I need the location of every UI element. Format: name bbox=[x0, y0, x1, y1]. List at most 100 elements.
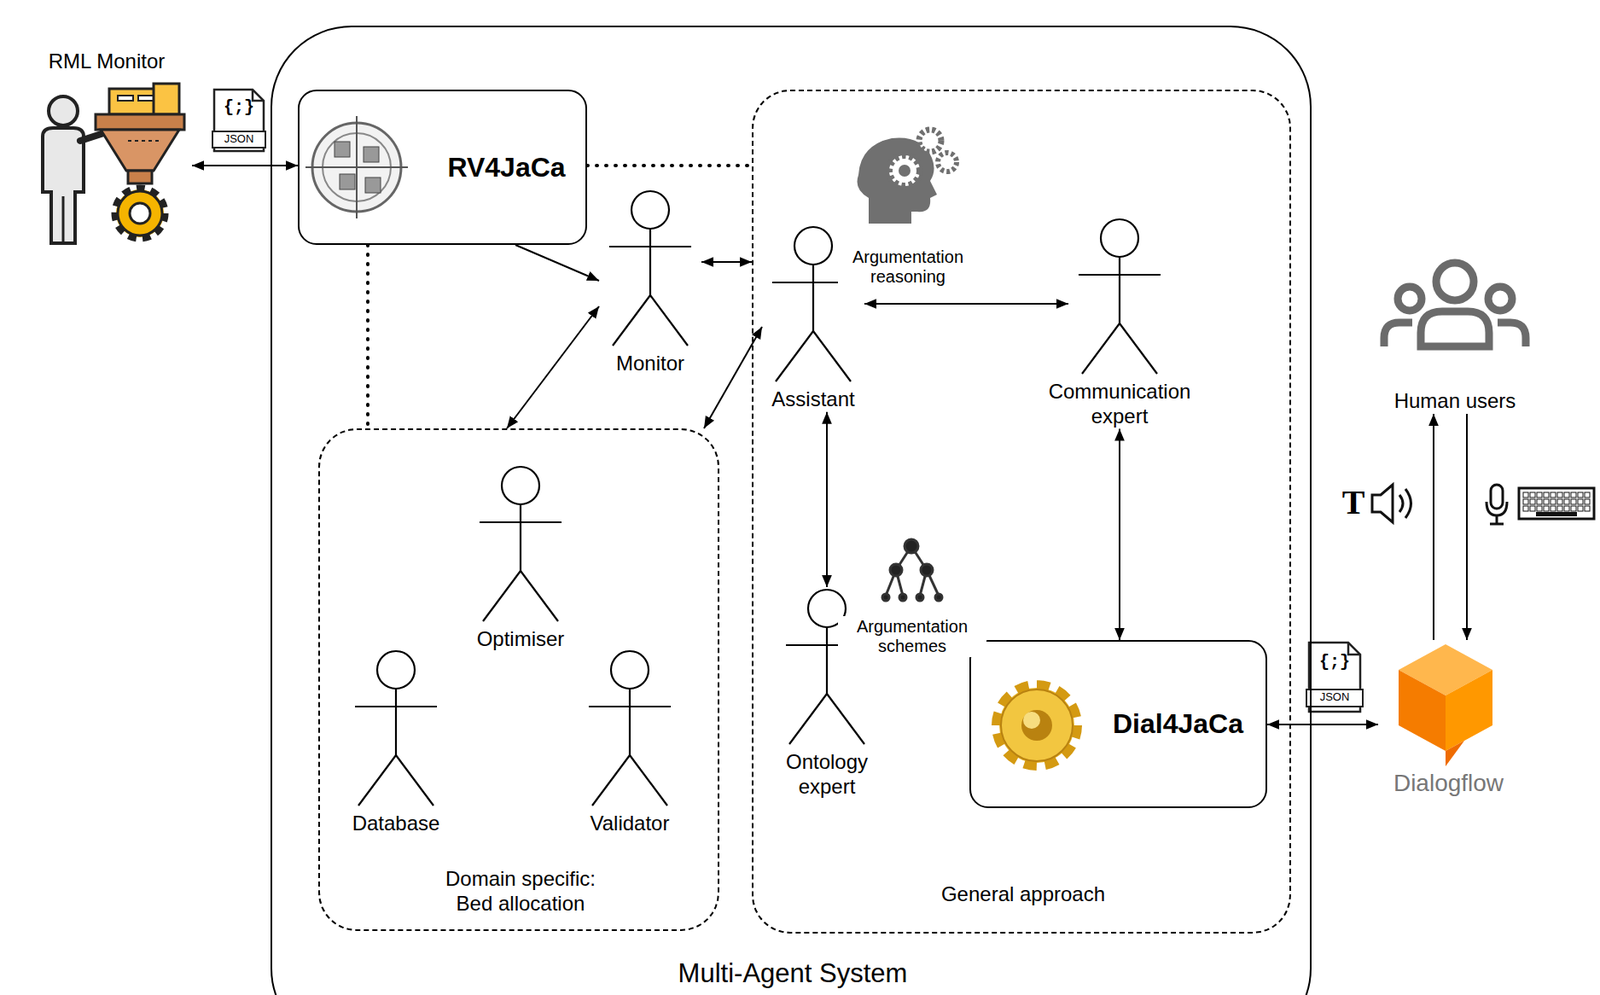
connector-arrow bbox=[1466, 413, 1468, 640]
stick-head bbox=[794, 226, 832, 265]
agent-actor: Validator bbox=[578, 648, 681, 837]
stick-arms bbox=[1078, 273, 1161, 276]
stick-head bbox=[377, 651, 415, 689]
stick-body bbox=[812, 264, 815, 332]
stick-body bbox=[519, 504, 522, 571]
icon-caption: RML Monitor bbox=[48, 49, 165, 75]
agent-name: Monitor bbox=[586, 351, 715, 377]
dial4jaca-gear bbox=[999, 687, 1075, 763]
stick-leg bbox=[358, 755, 396, 806]
microphone-icon bbox=[1486, 484, 1507, 524]
connector-arrow bbox=[506, 306, 600, 429]
stick-leg bbox=[650, 295, 688, 346]
stick-figure-lines bbox=[354, 651, 437, 806]
stick-leg bbox=[395, 755, 434, 806]
stick-body bbox=[1118, 256, 1121, 324]
stick-head bbox=[631, 191, 670, 229]
brain-gears-icon bbox=[857, 129, 958, 224]
users-icon bbox=[1384, 262, 1526, 347]
agent-name: Validator bbox=[565, 811, 694, 837]
agent-name: Optimiser bbox=[456, 627, 585, 652]
agent-actor: Communication expert bbox=[1068, 216, 1171, 430]
stick-head bbox=[1100, 219, 1139, 257]
stick-leg bbox=[612, 295, 651, 346]
stick-head bbox=[610, 651, 649, 689]
stick-figure-lines bbox=[479, 466, 562, 622]
agent-actor: Optimiser bbox=[469, 464, 572, 652]
rml-monitor-icon bbox=[42, 83, 185, 244]
connector-arrow bbox=[1267, 723, 1379, 726]
json-file-icon bbox=[1306, 642, 1363, 712]
connector-arrow bbox=[1118, 429, 1121, 640]
dial4jaca-box: Dial4JaCa bbox=[969, 640, 1268, 809]
speaker-icon bbox=[1372, 484, 1412, 523]
stick-figure bbox=[578, 648, 681, 807]
json-file-icon bbox=[212, 89, 266, 152]
rv4jaca-logo bbox=[305, 116, 408, 219]
stick-leg bbox=[629, 755, 668, 806]
group-title: Multi-Agent System bbox=[536, 957, 1049, 990]
connector-arrow bbox=[864, 302, 1069, 305]
dotted-link bbox=[587, 163, 752, 168]
text-symbol: T bbox=[1339, 482, 1368, 523]
connector-arrow bbox=[1432, 413, 1435, 640]
agent-actor: Database bbox=[344, 648, 448, 837]
agent-name: Assistant bbox=[749, 387, 878, 413]
agent-name: Communication expert bbox=[1025, 379, 1214, 430]
annotation: Argumentation schemes bbox=[837, 616, 987, 658]
group-title: Domain specific: Bed allocation bbox=[430, 866, 611, 917]
stick-body bbox=[649, 228, 652, 296]
stick-arms bbox=[479, 521, 562, 524]
stick-figure bbox=[1068, 216, 1171, 375]
stick-leg bbox=[592, 755, 630, 806]
general-group: General approach Assistant Communication e… bbox=[751, 89, 1292, 934]
agent-actor: Monitor bbox=[599, 188, 702, 377]
stick-leg bbox=[775, 331, 814, 382]
json-tag: JSON bbox=[1306, 691, 1363, 704]
stick-figure-lines bbox=[785, 589, 868, 745]
icon-caption: Dialogflow bbox=[1393, 768, 1504, 798]
dialogflow-logo bbox=[1398, 644, 1493, 767]
stick-figure bbox=[775, 587, 879, 745]
keyboard-icon bbox=[1518, 488, 1595, 519]
domain-group: Domain specific: Bed allocation Optimiser… bbox=[318, 428, 720, 931]
stick-arms bbox=[609, 245, 692, 248]
dotted-link bbox=[366, 244, 370, 429]
rml-monitor: RML Monitor bbox=[21, 49, 192, 248]
connector-arrow bbox=[701, 261, 752, 263]
agent-name: Ontology expert bbox=[775, 750, 879, 800]
stick-figure bbox=[344, 648, 448, 807]
stick-leg bbox=[826, 693, 865, 745]
stick-body bbox=[628, 688, 631, 756]
stick-figure bbox=[599, 188, 702, 347]
dialogflow: Dialogflow bbox=[1378, 640, 1519, 798]
stick-leg bbox=[813, 331, 851, 382]
stick-arms bbox=[354, 705, 437, 708]
icon-caption: Human users bbox=[1394, 389, 1517, 414]
stick-leg bbox=[789, 693, 827, 745]
system-boundary: Multi-Agent System RV4JaCaMonitorDomain s… bbox=[270, 25, 1312, 995]
stick-head bbox=[501, 466, 540, 505]
connector-arrow bbox=[515, 244, 600, 281]
stick-leg bbox=[482, 570, 521, 622]
stick-leg bbox=[520, 570, 559, 622]
human-users: Human users bbox=[1365, 256, 1545, 414]
stick-figure-lines bbox=[609, 191, 692, 346]
stick-body bbox=[826, 627, 828, 694]
stick-figure-lines bbox=[1078, 219, 1161, 374]
group-title: General approach bbox=[852, 882, 1194, 908]
stick-figure-lines bbox=[588, 651, 671, 806]
stick-leg bbox=[1082, 323, 1120, 374]
box-title: RV4JaCa bbox=[447, 151, 565, 184]
argument-tree-icon bbox=[882, 539, 943, 601]
stick-body bbox=[395, 688, 397, 756]
json-tag: JSON bbox=[212, 133, 266, 146]
box-title: Dial4JaCa bbox=[1112, 707, 1244, 740]
connector-arrow bbox=[826, 412, 828, 588]
stick-arms bbox=[588, 705, 671, 708]
json-braces: {;} bbox=[214, 97, 264, 117]
connector-arrow bbox=[192, 164, 298, 167]
stick-figure bbox=[469, 464, 572, 623]
json-braces: {;} bbox=[1309, 651, 1361, 672]
stick-leg bbox=[1119, 323, 1158, 374]
